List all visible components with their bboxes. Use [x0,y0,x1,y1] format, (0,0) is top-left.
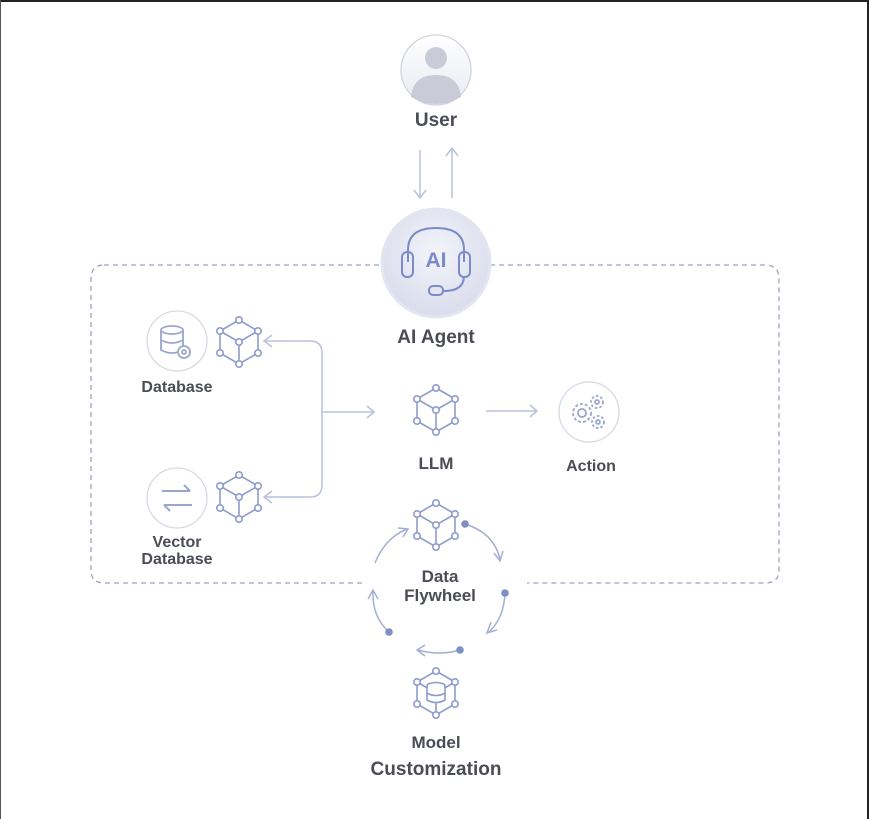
vector-database-cube-icon [216,470,263,524]
ai-agent-node [380,207,492,319]
database-llm-connector [262,334,376,504]
data-flywheel-cube-icon [412,498,460,552]
frame-right-border [867,0,869,819]
vector-database-label-line1: Vector [152,534,202,551]
user-avatar-icon [411,47,461,104]
database-cube-icon [216,315,263,369]
gears-icon [572,395,605,429]
model-customization-label-line1: Model [411,733,461,752]
model-customization-label-line2: Customization [370,759,502,780]
database-node [146,310,208,372]
model-customization-icon [412,666,460,720]
vector-database-label-line2: Database [141,551,213,568]
llm-cube-icon [412,383,460,437]
database-gear-icon [160,325,191,359]
vector-database-node [146,467,208,529]
action-node [558,381,620,443]
database-label: Database [141,379,213,396]
user-node [400,34,472,106]
frame-top-border [0,0,869,2]
agent-boundary-box [90,264,780,584]
frame-left-border [0,0,1,819]
data-flywheel-cycle [367,523,506,657]
data-flywheel-label-line2: Flywheel [404,586,476,605]
user-label: User [414,110,458,131]
data-flywheel-dots [385,520,509,654]
data-flywheel-label-line1: Data [421,567,459,586]
headset-icon [401,226,471,296]
llm-label: LLM [418,454,454,473]
llm-action-arrow [486,404,539,418]
action-label: Action [566,458,616,475]
ai-badge-label: AI [425,249,447,272]
ai-agent-label: AI Agent [397,327,475,348]
transfer-arrows-icon [162,484,192,512]
user-agent-arrows [413,146,459,200]
